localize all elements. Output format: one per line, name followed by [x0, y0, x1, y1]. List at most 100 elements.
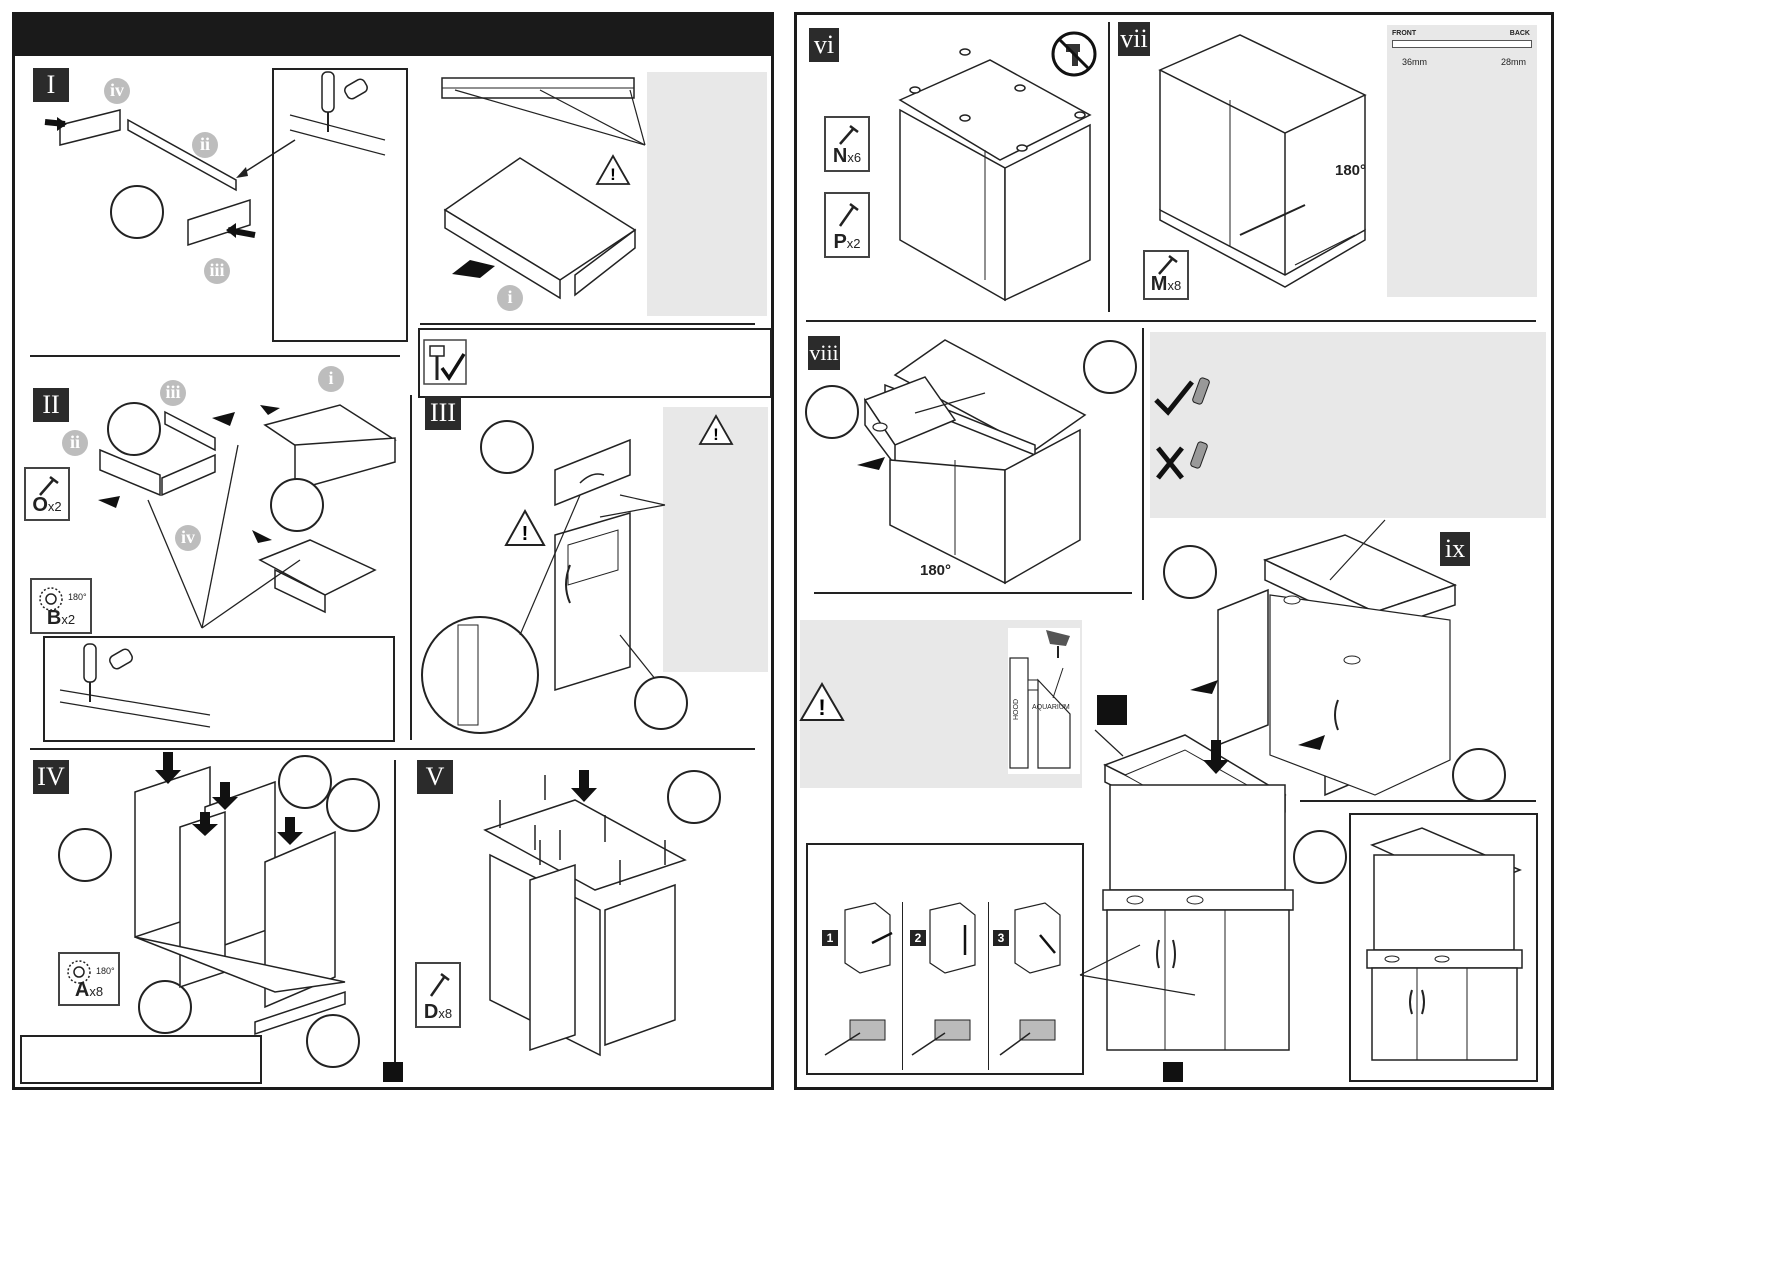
- part-iii-badge-II: iii: [160, 380, 186, 406]
- part-iv-badge: iv: [104, 78, 130, 104]
- svg-text:!: !: [818, 695, 825, 720]
- caulk-ok-icon: [1154, 377, 1210, 416]
- right-page-marker: [1163, 1062, 1183, 1082]
- fitting-B-letter: B: [46, 607, 62, 629]
- part-i-badge: i: [497, 285, 523, 311]
- caulk-instruction-panel: [1150, 332, 1546, 518]
- callout-circle-III-a: [480, 420, 534, 474]
- fitting-O-letter: O: [32, 494, 48, 516]
- warning-icon-hood: !: [799, 682, 845, 721]
- pointer-lines-I: [454, 89, 646, 146]
- rail-back-mm: 28mm: [1500, 57, 1526, 67]
- step-viii-drawer-cabinet-drawing: [857, 339, 1087, 585]
- aquarium-on-stand-drawing: [1079, 729, 1294, 1051]
- cam-lock-A-icon: [67, 960, 91, 984]
- drawer-back-rail-drawing: [441, 77, 637, 300]
- divider-top-III: [420, 323, 755, 325]
- callout-circle-IV-a: [58, 828, 112, 882]
- screwdriver-dowel-icon-I: [289, 71, 386, 156]
- mallet-check-icon: [423, 339, 467, 385]
- rail-back-label: BACK: [1509, 30, 1530, 37]
- screw-D-icon: [429, 973, 450, 997]
- callout-circle-IV-d: [138, 980, 192, 1034]
- door-handle-drawing: [421, 438, 666, 734]
- callout-circle-V: [667, 770, 721, 824]
- fitting-N-qty: x6: [847, 150, 862, 165]
- step-vi-cabinet-drawing: [898, 48, 1092, 302]
- svg-text:!: !: [610, 165, 616, 184]
- step-ix-label: ix: [1440, 532, 1470, 566]
- rail-detail-diagram: FRONT BACK 36mm 28mm: [1390, 30, 1534, 70]
- fitting-B-qty: x2: [61, 612, 76, 627]
- callout-circle-ix-a: [1163, 545, 1217, 599]
- arrow-detail-to-panel: [236, 139, 296, 178]
- warning-icon-III-b: !: [504, 508, 546, 546]
- divider-vertical-viii-ix: [1142, 328, 1144, 600]
- fitting-A-rotation: 180°: [96, 966, 115, 976]
- callout-circle-viii-a: [805, 385, 859, 439]
- fitting-A-card: 180° Ax8: [58, 952, 120, 1006]
- step-IV-note-box: [20, 1035, 262, 1084]
- cam-lock-B-icon: [39, 587, 63, 611]
- rotation-label-vii: 180°: [1335, 162, 1367, 179]
- step-vii-label: vii: [1118, 22, 1150, 56]
- caulk-no-icon: [1156, 441, 1208, 480]
- hinge-adjust-step-3: 3: [993, 930, 1009, 946]
- part-iv-badge-II: iv: [175, 525, 201, 551]
- fitting-P-letter: P: [833, 231, 847, 253]
- fitting-P-card: Px2: [824, 192, 870, 258]
- callout-circle-viii-b: [1083, 340, 1137, 394]
- dowel-detail-box-I: [272, 68, 408, 342]
- fitting-A-letter: A: [74, 979, 90, 1001]
- divider-vertical-II-III: [410, 395, 412, 740]
- screw-N-icon: [839, 125, 859, 145]
- divider-vertical-vi-vii: [1108, 22, 1110, 312]
- hood-aquarium-diagram: [1009, 630, 1071, 769]
- no-drill-icon: [1051, 31, 1097, 77]
- callout-circle-II-b: [270, 478, 324, 532]
- fitting-O-qty: x2: [47, 499, 62, 514]
- callout-circle-III-b: [634, 676, 688, 730]
- svg-text:!: !: [522, 523, 529, 545]
- callout-circle-I: [110, 185, 164, 239]
- warning-icon-I: !: [595, 154, 631, 185]
- fitting-M-card: Mx8: [1143, 250, 1189, 300]
- callout-circle-IV-e: [306, 1014, 360, 1068]
- part-ii-badge: ii: [192, 132, 218, 158]
- fitting-A-qty: x8: [89, 984, 104, 999]
- step-IV-label: IV: [33, 760, 69, 794]
- hinge-adjust-step-2: 2: [910, 930, 926, 946]
- fitting-B-card: 180° Bx2: [30, 578, 92, 634]
- fitting-B-rotation: 180°: [68, 592, 87, 602]
- callout-circle-II-a: [107, 402, 161, 456]
- step-V-top-panel-drawing: [483, 770, 687, 1057]
- step-III-note-area: [663, 407, 768, 672]
- svg-text:!: !: [713, 425, 719, 444]
- mallet-check-box: [418, 328, 772, 398]
- part-i-badge-II: i: [318, 366, 344, 392]
- pointer-lines-II: [147, 444, 301, 629]
- fitting-N-letter: N: [832, 145, 848, 167]
- fitting-D-qty: x8: [438, 1006, 453, 1021]
- fitting-N-card: Nx6: [824, 116, 870, 172]
- rail-detail-panel: [1387, 25, 1537, 297]
- step-III-label: III: [425, 396, 461, 430]
- divider-II-IV: [30, 748, 755, 750]
- callout-circle-IV-c: [326, 778, 380, 832]
- hinge-adjust-step-1: 1: [822, 930, 838, 946]
- hinge-divider-2: [988, 902, 989, 1070]
- final-assembled-drawing: [1366, 827, 1523, 1061]
- screw-O-icon: [39, 476, 59, 496]
- left-header-bar: [14, 14, 772, 56]
- rotation-label-viii: 180°: [920, 562, 952, 579]
- hinge-adjustment-drawings: [824, 902, 1061, 1056]
- divider-I-II: [30, 355, 400, 357]
- step-vi-label: vi: [809, 28, 839, 62]
- part-ii-badge-II: ii: [62, 430, 88, 456]
- part-iii-badge: iii: [204, 258, 230, 284]
- step-ix-doors-drawing: [1190, 519, 1458, 797]
- step-I-label: I: [33, 68, 69, 102]
- divider-viii-hood: [814, 592, 1132, 594]
- fitting-M-letter: M: [1150, 273, 1168, 295]
- warning-icon-III: !: [698, 414, 734, 445]
